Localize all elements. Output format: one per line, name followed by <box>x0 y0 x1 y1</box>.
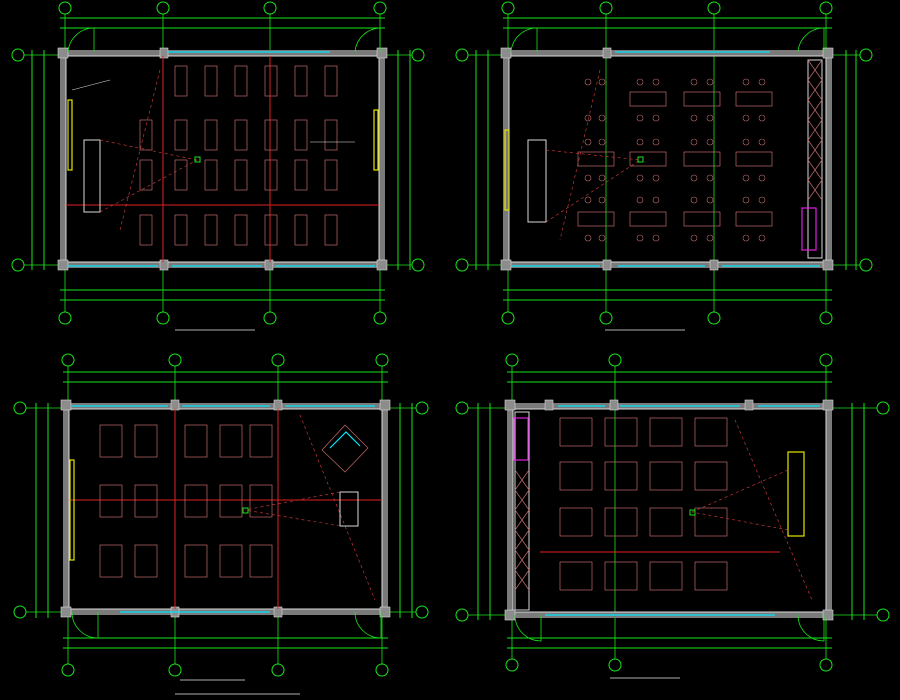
meeting-tables <box>577 91 773 227</box>
desk-grid-2 <box>99 424 273 578</box>
floor-plan-top-right <box>455 1 873 331</box>
chairs <box>584 78 766 242</box>
floor-plan-top-left <box>11 1 425 331</box>
floor-plan-bottom-left <box>13 353 429 695</box>
desk-grid-3 <box>559 417 728 591</box>
floor-plan-bottom-right <box>455 353 890 679</box>
grid-bubbles-top <box>58 1 387 15</box>
desk-grid <box>139 65 338 246</box>
grid-bubbles-bottom <box>58 311 387 325</box>
